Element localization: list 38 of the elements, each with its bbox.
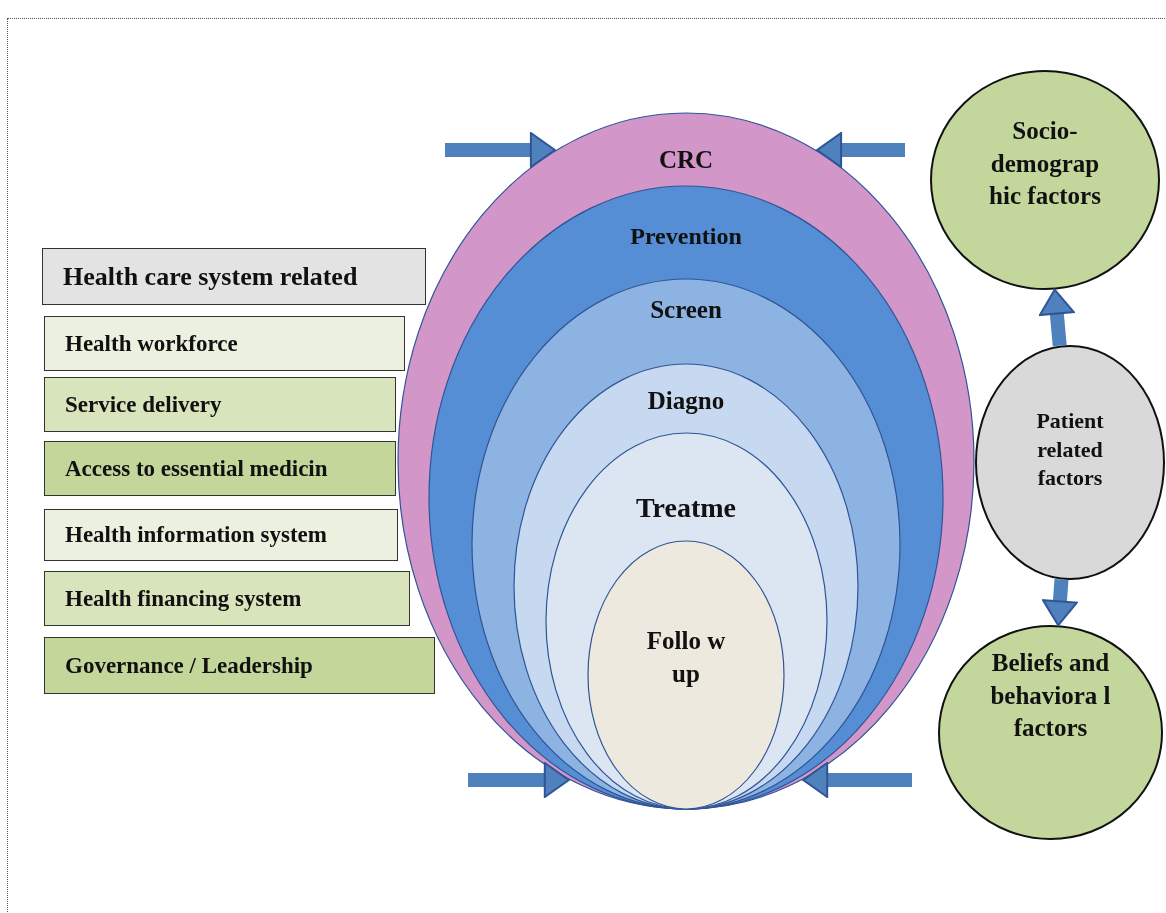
block-arrow [802,762,912,798]
node-label: Health care system related [63,261,358,292]
node-label: Access to essential medicin [65,455,328,482]
factor-circle [938,625,1163,840]
category-box [44,441,396,496]
node-label: Socio- demograp hic factors [988,116,1102,211]
factor-circle [930,70,1160,290]
layer-ellipse [428,185,944,810]
layer-ellipse [471,278,901,810]
block-arrow [1038,288,1075,347]
category-box [44,571,410,626]
layer-ellipse [587,540,785,810]
layer-ellipse [513,363,859,810]
block-arrow [1041,579,1078,627]
header-box [42,248,426,305]
block-arrow [445,132,556,168]
node-label: CRC [658,146,714,174]
node-label: Diagno [647,387,725,415]
node-label: Screen [650,296,722,324]
category-box [44,316,405,371]
node-label: Follo w up [645,626,727,689]
node-label: Governance / Leadership [65,652,313,679]
node-label: Patient related factors [1035,407,1105,493]
category-box [44,509,398,561]
node-label: Prevention [630,223,742,250]
layer-ellipse [397,112,975,810]
node-label: Health workforce [65,330,238,357]
category-box [44,377,396,432]
block-arrow [816,132,905,168]
category-box [44,637,435,694]
node-label: Service delivery [65,391,222,418]
node-label: Health financing system [65,585,302,612]
node-label: Treatme [636,492,736,524]
block-arrow [468,762,570,798]
layer-ellipse [544,432,828,810]
factor-ellipse [975,345,1165,580]
node-label: Beliefs and behaviora l factors [989,648,1112,743]
node-label: Health information system [65,522,327,548]
